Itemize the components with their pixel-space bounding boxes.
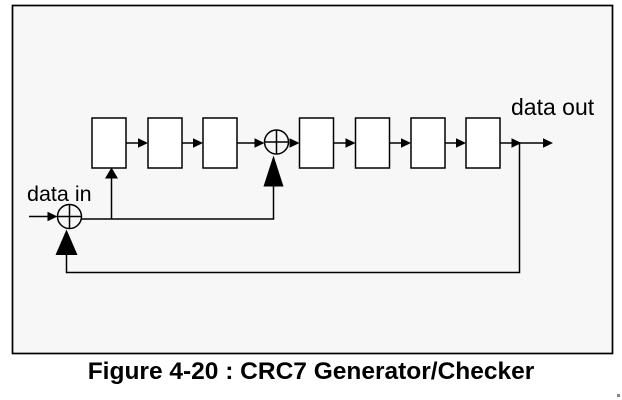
big-arrow-into-xor-input-icon — [55, 229, 78, 255]
arrow-output-junction-icon — [511, 138, 522, 148]
register-box-2 — [147, 117, 183, 169]
diagram-frame — [11, 4, 614, 355]
arrow-data-in-icon — [47, 211, 58, 222]
data-out-label: data out — [511, 94, 595, 120]
register-box-1 — [91, 117, 127, 169]
arrow-into-box5-icon — [345, 138, 356, 148]
arrow-into-xor-mid-icon — [254, 138, 265, 148]
register-box-4 — [298, 117, 335, 169]
arrow-data-out-icon — [543, 138, 553, 148]
arrow-into-box3-icon — [193, 138, 203, 148]
input-xor-output-line — [81, 185, 275, 220]
arrow-into-box4-icon — [289, 138, 300, 148]
page-corner-mark — [617, 394, 620, 397]
arrow-into-box7-icon — [456, 138, 466, 148]
chain-arrowheads — [47, 138, 553, 222]
register-box-6 — [410, 117, 446, 169]
arrow-into-box1-icon — [105, 167, 118, 179]
arrow-into-box2-icon — [138, 138, 148, 148]
feedback-line — [65, 143, 521, 274]
register-box-3 — [202, 117, 238, 169]
data-in-label: data in — [27, 182, 92, 206]
register-chain — [91, 117, 501, 169]
big-arrow-into-xor-mid-icon — [263, 155, 284, 187]
arrow-into-box6-icon — [401, 138, 411, 148]
figure-caption: Figure 4-20 : CRC7 Generator/Checker — [87, 358, 535, 385]
register-box-5 — [354, 117, 391, 169]
chain-connectors — [29, 142, 544, 218]
xor-gate-mid-icon — [263, 129, 290, 155]
register-box-7 — [465, 117, 501, 169]
xor-gate-input-icon — [56, 203, 83, 230]
